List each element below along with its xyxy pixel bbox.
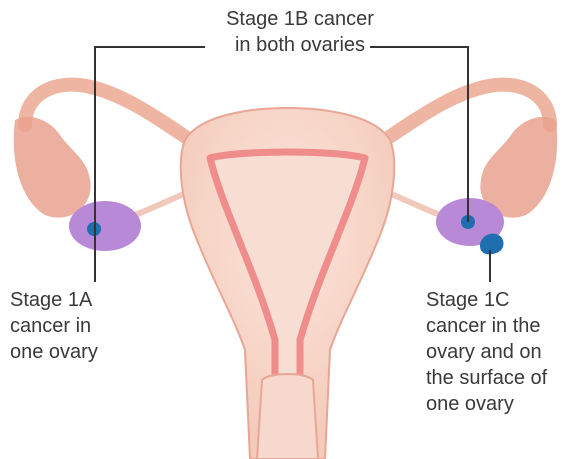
stage-1a-label-line-2: cancer in — [10, 313, 98, 339]
cervix — [257, 374, 318, 459]
stage-1c-label-line-2: cancer in the — [426, 313, 547, 339]
stage-1a-label-line-1: Stage 1A — [10, 287, 98, 313]
stage-1a-label: Stage 1A cancer in one ovary — [10, 287, 98, 365]
stage-1b-label: Stage 1B cancer in both ovaries — [150, 6, 450, 58]
stage-1c-label: Stage 1C cancer in the ovary and on the … — [426, 287, 547, 417]
stage-1c-label-line-3: ovary and on — [426, 339, 547, 365]
stage-1c-label-line-1: Stage 1C — [426, 287, 547, 313]
stage-1a-label-line-3: one ovary — [10, 339, 98, 365]
stage-1b-label-line-1: Stage 1B cancer — [150, 6, 450, 32]
left-fimbriae — [14, 117, 91, 218]
stage-1c-label-line-5: one ovary — [426, 391, 547, 417]
stage-1c-label-line-4: the surface of — [426, 365, 547, 391]
right-fimbriae — [480, 117, 557, 218]
left-ovary — [69, 201, 141, 251]
stage-1b-label-line-2: in both ovaries — [150, 32, 450, 58]
